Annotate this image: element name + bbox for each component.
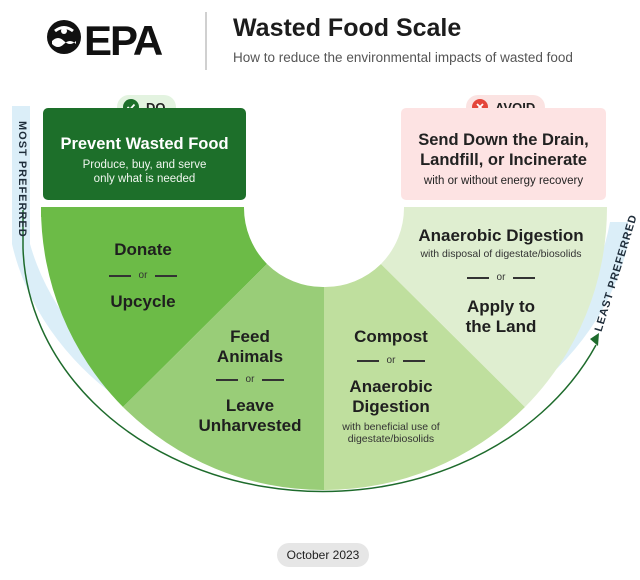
donate-label: Donate <box>114 240 172 259</box>
page-title: Wasted Food Scale <box>233 14 462 42</box>
leave-label-1: Leave <box>225 396 275 415</box>
segment-donate <box>40 207 267 407</box>
scale-arc-line <box>22 210 597 493</box>
upcycle-label: Upcycle <box>110 292 176 311</box>
prevent-subtitle-2: only what is needed <box>93 173 196 185</box>
prevent-subtitle-1: Produce, buy, and serve <box>82 159 207 171</box>
compost-or-separator: or <box>341 355 441 366</box>
disposal-box: Send Down the Drain, Landfill, or Incine… <box>401 108 606 200</box>
anaerobic-note: with disposal of digestate/biosolids <box>420 248 582 260</box>
epa-seal-icon <box>47 20 81 54</box>
digestion-note-2: digestate/biosolids <box>347 433 435 445</box>
prevent-box: Prevent Wasted Food Produce, buy, and se… <box>43 108 246 200</box>
anaerobic-or: or <box>496 272 506 283</box>
apply-label-1: Apply to <box>467 297 535 316</box>
feed-label-2: Animals <box>216 347 284 366</box>
header-divider <box>205 12 207 70</box>
donate-or-separator: or <box>93 270 193 281</box>
most-preferred-label: MOST PREFERRED <box>16 121 28 238</box>
compost-or: or <box>386 355 396 366</box>
donate-or: or <box>138 270 148 281</box>
epa-logo-text: EPA <box>84 17 163 64</box>
segment-feed-animals <box>123 264 324 491</box>
digestion-note-1: with beneficial use of <box>342 421 440 433</box>
epa-logo: EPA <box>46 14 176 64</box>
compost-label: Compost <box>354 327 428 346</box>
feed-or-separator: or <box>200 374 300 385</box>
scale-arrow-head <box>590 333 599 346</box>
feed-or: or <box>245 374 255 385</box>
disposal-subtitle: with or without energy recovery <box>423 175 584 187</box>
leave-label-2: Unharvested <box>198 416 302 435</box>
segment-compost <box>324 264 525 491</box>
date-badge: October 2023 <box>277 543 369 567</box>
page-subtitle: How to reduce the environmental impacts … <box>233 50 573 65</box>
anaerobic-label: Anaerobic Digestion <box>418 226 584 245</box>
segment-anaerobic <box>381 207 608 407</box>
disposal-title-1: Send Down the Drain, <box>418 131 589 149</box>
digestion-label-2: Digestion <box>352 397 430 416</box>
prevent-title: Prevent Wasted Food <box>60 135 229 153</box>
anaerobic-or-separator: or <box>451 272 551 283</box>
digestion-label-1: Anaerobic <box>349 377 433 396</box>
apply-label-2: the Land <box>465 317 537 336</box>
feed-label-1: Feed <box>230 327 270 346</box>
disposal-title-2: Landfill, or Incinerate <box>420 151 587 169</box>
